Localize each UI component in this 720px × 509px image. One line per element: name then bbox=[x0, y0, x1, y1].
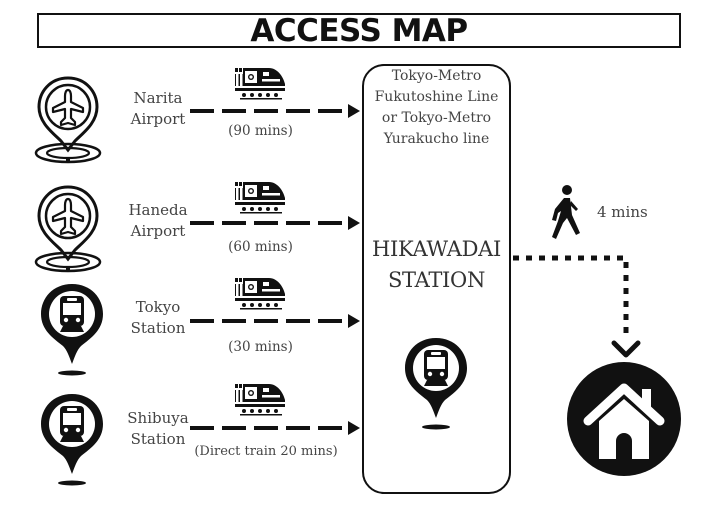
origin-label: Haneda Airport bbox=[118, 200, 198, 242]
metro-line-text: Yurakucho line bbox=[383, 131, 490, 147]
page-title: ACCESS MAP bbox=[250, 12, 468, 49]
route-arrow bbox=[190, 104, 360, 118]
train-station-pin-icon bbox=[37, 390, 107, 490]
origin-label: Tokyo Station bbox=[118, 297, 198, 339]
airplane-pin-icon bbox=[33, 73, 103, 173]
home-icon bbox=[567, 362, 681, 476]
duration-label: (90 mins) bbox=[228, 123, 293, 139]
origin-name-line1: Shibuya bbox=[127, 409, 189, 427]
route-arrow bbox=[190, 314, 360, 328]
origin-name-line2: Station bbox=[130, 430, 186, 448]
route-arrow bbox=[190, 421, 360, 435]
origin-name-line1: Haneda bbox=[128, 201, 188, 219]
station-name: HIKAWADAI STATION bbox=[362, 234, 511, 296]
station-box bbox=[362, 64, 511, 494]
station-name-line2: STATION bbox=[387, 268, 486, 292]
train-icon bbox=[235, 276, 287, 310]
origin-label: Shibuya Station bbox=[118, 408, 198, 450]
duration-label: (30 mins) bbox=[228, 339, 293, 355]
metro-line-text: or Tokyo-Metro bbox=[381, 110, 492, 126]
metro-lines-info: Tokyo-Metro Fukutoshine Line or Tokyo-Me… bbox=[362, 66, 511, 150]
walk-duration: 4 mins bbox=[597, 203, 648, 221]
train-icon bbox=[235, 66, 287, 100]
train-icon bbox=[235, 180, 287, 214]
title-banner: ACCESS MAP bbox=[37, 12, 681, 49]
station-name-line1: HIKAWADAI bbox=[371, 237, 502, 261]
train-station-pin-icon bbox=[37, 280, 107, 380]
metro-line-text: Tokyo-Metro bbox=[391, 68, 482, 84]
origin-name-line2: Airport bbox=[130, 222, 186, 240]
train-station-pin-icon bbox=[401, 334, 471, 434]
walking-person-icon bbox=[552, 185, 580, 239]
train-icon bbox=[235, 382, 287, 416]
duration-label: (60 mins) bbox=[228, 239, 293, 255]
metro-line-text: Fukutoshine Line bbox=[374, 89, 499, 105]
route-arrow bbox=[190, 216, 360, 230]
airplane-pin-icon bbox=[33, 182, 103, 282]
duration-label: (Direct train 20 mins) bbox=[194, 444, 338, 459]
origin-name-line1: Tokyo bbox=[135, 298, 181, 316]
origin-name-line1: Narita bbox=[133, 89, 183, 107]
origin-name-line2: Station bbox=[130, 319, 186, 337]
origin-name-line2: Airport bbox=[130, 110, 186, 128]
origin-label: Narita Airport bbox=[118, 88, 198, 130]
